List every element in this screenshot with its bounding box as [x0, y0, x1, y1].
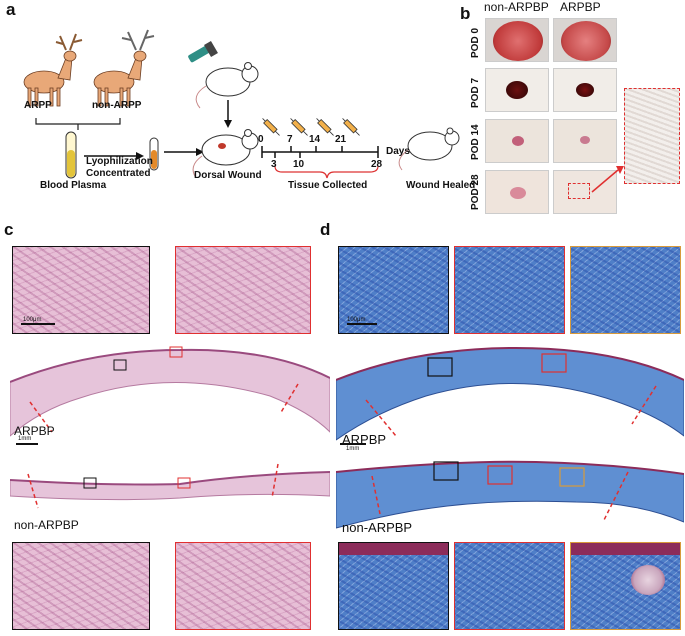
timeline-tick-10: 10 [293, 159, 305, 170]
deer-icon-left [23, 33, 83, 107]
masson-zoom-top-red [454, 246, 565, 334]
scale-label-d: 100μm [347, 317, 366, 323]
panel-label-d: d [320, 220, 331, 239]
photo-pod14-arpbp [553, 119, 617, 163]
masson-section-non-arpbp [336, 460, 684, 529]
mouse-icon-top [195, 62, 259, 109]
photo-pod7-non-arpbp [485, 68, 549, 112]
label-tissue-collected: Tissue Collected [288, 180, 368, 191]
photo-pod7-arpbp [553, 68, 617, 112]
masson-zoom-bottom-black [338, 542, 449, 630]
timeline-tick-28: 28 [371, 159, 383, 170]
row-label-pod7: POD 7 [470, 77, 481, 108]
zoom-box-pod28 [568, 183, 590, 199]
photo-pod28-arpbp [553, 170, 617, 214]
he-zoom-top-red [175, 246, 311, 334]
masson-zoom-bottom-red [454, 542, 565, 630]
zoom-arrow [591, 166, 624, 193]
he-zoom-top-black: 100μm [12, 246, 150, 334]
panel-a-diagram [23, 29, 460, 179]
scale-label-c-1mm: 1mm [18, 436, 32, 442]
mouse-icon-healed [398, 127, 460, 171]
timeline-tick-21: 21 [335, 134, 347, 145]
timeline [261, 146, 379, 158]
label-arpbp-d: ARPBP [342, 432, 387, 447]
syringe-icons [262, 118, 360, 136]
photo-pod0-arpbp [553, 18, 617, 62]
wound-spot-icon [218, 143, 226, 149]
row-label-pod0: POD 0 [470, 27, 481, 58]
photo-pod14-non-arpbp [485, 119, 549, 163]
scale-label-d-1mm: 1mm [346, 446, 360, 452]
tissue-collected-brace [274, 165, 379, 179]
label-arpbp-c: ARPBP [14, 424, 55, 438]
col-label-arpbp: ARPBP [560, 0, 601, 14]
row-label-pod14: POD 14 [470, 124, 481, 160]
label-non-arpbp-d: non-ARPBP [342, 520, 413, 535]
he-zoom-bottom-black [12, 542, 150, 630]
label-lyophilization: Lyophilization [86, 156, 153, 167]
masson-section-arpbp [336, 346, 684, 445]
concentrated-tube-icon [149, 137, 159, 171]
scale-label-c: 100μm [23, 317, 42, 323]
he-section-non-arpbp [10, 463, 330, 509]
he-section-arpbp [10, 346, 330, 445]
label-dorsal-wound: Dorsal Wound [194, 170, 262, 181]
label-wound-healed: Wound Healed [406, 180, 476, 191]
timeline-tick-3: 3 [271, 159, 277, 170]
label-non-arpp: non-ARPP [92, 100, 142, 111]
label-non-arpbp-c: non-ARPBP [14, 518, 79, 532]
label-days: Days [386, 146, 410, 157]
timeline-tick-14: 14 [309, 134, 321, 145]
photo-pod28-non-arpbp [485, 170, 549, 214]
masson-zoom-bottom-orange [570, 542, 681, 630]
panel-label-c: c [4, 220, 14, 239]
panel-label-a: a [6, 0, 16, 19]
mouse-icon-wound [192, 129, 259, 179]
masson-zoom-top-orange [570, 246, 681, 334]
razor-icon [188, 40, 218, 63]
panel-label-b: b [460, 4, 471, 23]
col-label-non-arpbp: non-ARPBP [484, 0, 549, 14]
blood-tube-icon [65, 131, 77, 179]
label-arpp: ARPP [24, 100, 52, 111]
photo-pod0-non-arpbp [485, 18, 549, 62]
timeline-tick-7: 7 [287, 134, 293, 145]
row-label-pod28: POD 28 [470, 174, 481, 210]
label-concentrated: Concentrated [86, 168, 151, 179]
zoom-inset-pod28 [624, 88, 680, 184]
label-blood-plasma: Blood Plasma [40, 180, 107, 191]
masson-zoom-top-black: 100μm [338, 246, 449, 334]
he-zoom-bottom-red [175, 542, 311, 630]
deer-icon-right [93, 29, 155, 107]
timeline-tick-0: 0 [258, 134, 264, 145]
